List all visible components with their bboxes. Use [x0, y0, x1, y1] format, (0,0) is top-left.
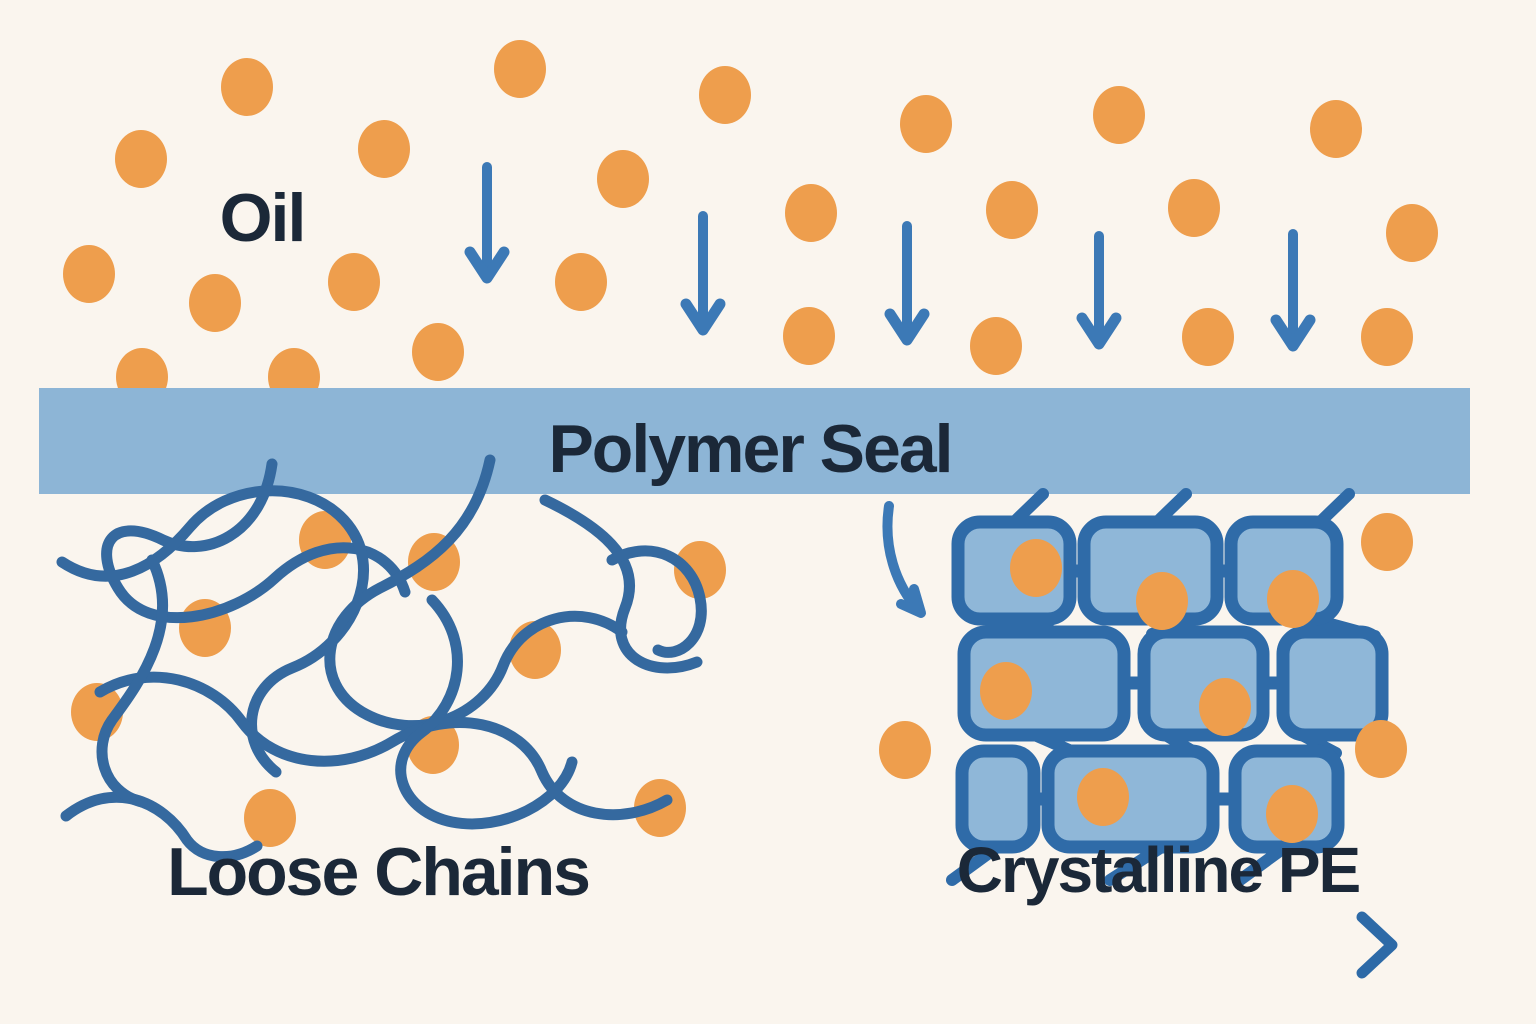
down-arrow-head: [1270, 314, 1316, 352]
polymer-seal-band: [39, 388, 1470, 494]
oil-molecule-dot: [980, 662, 1032, 720]
polymer-chain: [96, 554, 168, 808]
oil-molecule-dot: [358, 120, 410, 178]
oil-molecule-dot: [412, 323, 464, 381]
oil-molecule-dot: [1093, 86, 1145, 144]
oil-molecule-dot: [1199, 678, 1251, 736]
flow-arrows-layer: [464, 162, 1316, 352]
oil-molecule-dot: [1355, 720, 1407, 778]
oil-molecule-dot: [1168, 179, 1220, 237]
oil-molecule-dot: [785, 184, 837, 242]
bottom-flow-arrow-layer: [165, 911, 1398, 979]
loose-chains-layer: [56, 454, 707, 863]
oil-molecule-dot: [555, 253, 607, 311]
polymer-chain: [101, 458, 411, 624]
oil-molecule-dot: [328, 253, 380, 311]
polymer-chain: [539, 494, 703, 674]
oil-molecule-dot: [115, 130, 167, 188]
oil-molecule-dot: [1361, 308, 1413, 366]
polymer-chain: [606, 545, 707, 658]
oil-molecule-dot: [1266, 785, 1318, 843]
oil-molecule-dot: [597, 150, 649, 208]
loose-chains-label: Loose Chains: [167, 834, 591, 910]
polymer-seal-band-layer: [39, 388, 1470, 494]
crystal-brick: [955, 744, 1041, 854]
polymer-chain: [60, 791, 263, 863]
oil-molecule-dot: [494, 40, 546, 98]
crystalline-pe-label: Crystalline PE: [956, 834, 1361, 906]
oil-molecule-dot: [1136, 572, 1188, 630]
oil-molecule-dot: [1010, 539, 1062, 597]
oil-molecule-dot: [1386, 204, 1438, 262]
oil-molecule-dot: [699, 66, 751, 124]
oil-molecule-dot: [1182, 308, 1234, 366]
oil-molecule-dot: [986, 181, 1038, 239]
oil-molecule-dot: [1077, 768, 1129, 826]
down-arrow-head: [680, 298, 726, 336]
crystal-brick: [1041, 744, 1220, 854]
down-arrow-head: [884, 308, 930, 346]
curved-arrow-head: [896, 584, 926, 618]
oil-molecule-dot: [1267, 570, 1319, 628]
oil-dots-right-layer: [879, 513, 1413, 843]
polymer-chain: [94, 671, 673, 821]
crystal-brick: [1276, 625, 1389, 742]
down-arrow-head: [1076, 312, 1122, 350]
polymer-chain: [324, 454, 628, 732]
oil-molecule-dot: [1361, 513, 1413, 571]
polymer-seal-label: Polymer Seal: [548, 411, 953, 487]
oil-molecule-dot: [244, 789, 296, 847]
oil-label: Oil: [219, 180, 307, 256]
oil-molecule-dot: [783, 307, 835, 365]
oil-molecule-dot: [221, 58, 273, 116]
polymer-chain: [395, 594, 578, 830]
polymer-chain: [56, 485, 369, 778]
oil-molecule-dot: [674, 541, 726, 599]
oil-molecule-dot: [63, 245, 115, 303]
oil-molecule-dot: [1310, 100, 1362, 158]
bottom-arrow-head: [1356, 911, 1398, 979]
oil-molecule-dot: [970, 317, 1022, 375]
oil-molecule-dot: [879, 721, 931, 779]
oil-molecule-dot: [900, 95, 952, 153]
down-arrow-head: [464, 246, 510, 284]
curved-arrow-layer: [882, 501, 926, 618]
oil-molecule-dot: [189, 274, 241, 332]
curved-arrow-shaft: [882, 501, 924, 616]
